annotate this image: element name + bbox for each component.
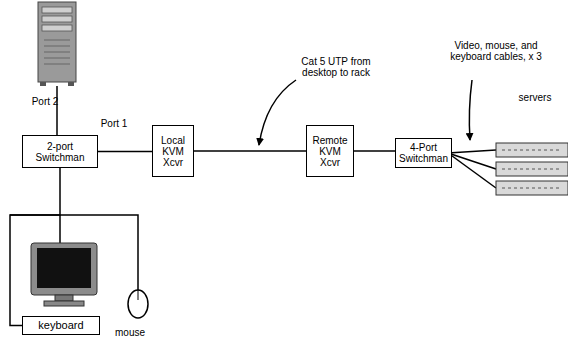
- annotation-label: mouse: [108, 327, 152, 338]
- leader-arrow: [469, 80, 472, 140]
- leader-arrow: [259, 80, 296, 145]
- desktop-tower: [38, 2, 76, 86]
- annotation-label: Cat 5 UTP from desktop to rack: [296, 56, 376, 78]
- device-box: 4-Port Switchman: [395, 138, 452, 168]
- box-label: 2-port Switchman: [26, 141, 94, 163]
- keyboard-box: keyboard: [22, 316, 100, 335]
- device-box: 2-port Switchman: [22, 135, 98, 168]
- cable-line: [98, 151, 152, 153]
- box-label: keyboard: [38, 320, 83, 331]
- cable-line: [354, 150, 395, 152]
- monitor: [31, 243, 97, 306]
- cable-line: [194, 150, 306, 152]
- box-label: Remote KVM Xcvr: [310, 135, 350, 168]
- annotation-label: Port 1: [100, 118, 128, 129]
- box-label: 4-Port Switchman: [399, 142, 448, 164]
- cable-line: [10, 168, 60, 326]
- annotation-label: Port 2: [30, 96, 60, 107]
- mouse-button: [138, 290, 139, 300]
- mouse-symbol: [128, 290, 148, 318]
- server-rack: [496, 143, 568, 195]
- annotation-label: Video, mouse, and keyboard cables, x 3: [450, 40, 542, 62]
- wires: [10, 86, 496, 290]
- box-label: Local KVM Xcvr: [156, 135, 190, 168]
- device-box: Local KVM Xcvr: [152, 125, 194, 177]
- device-box: Remote KVM Xcvr: [306, 125, 354, 177]
- annotation-label: servers: [510, 92, 560, 103]
